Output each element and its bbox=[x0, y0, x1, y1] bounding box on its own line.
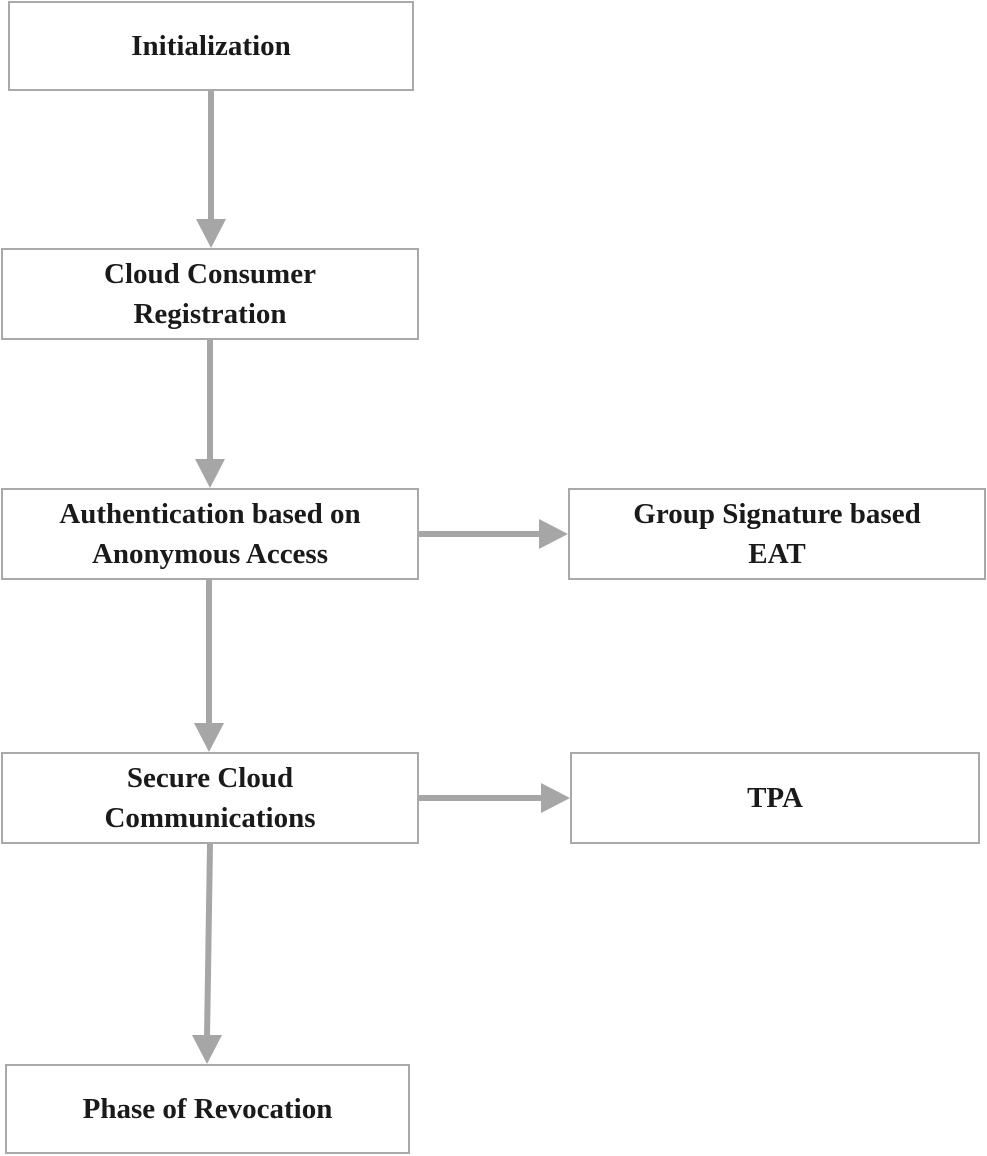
arrow-registration-to-authentication bbox=[195, 340, 225, 488]
group-signature-line-2: EAT bbox=[748, 538, 806, 570]
registration-line-1: Cloud Consumer bbox=[104, 258, 316, 290]
arrow-authentication-to-group-signature bbox=[419, 519, 568, 549]
revocation-label: Phase of Revocation bbox=[83, 1089, 333, 1129]
phase-of-revocation-box: Phase of Revocation bbox=[5, 1064, 410, 1154]
revocation-line-1: Phase of Revocation bbox=[82, 1093, 333, 1125]
authentication-line-1: Authentication based on bbox=[59, 498, 361, 530]
group-signature-label: Group Signature based EAT bbox=[633, 494, 920, 574]
registration-line-2: Registration bbox=[133, 298, 287, 330]
initialization-box: Initialization bbox=[8, 1, 414, 91]
secure-comm-line-1: Secure Cloud bbox=[126, 762, 294, 794]
authentication-line-2: Anonymous Access bbox=[91, 538, 329, 570]
group-signature-line-1: Group Signature based bbox=[633, 498, 921, 530]
arrow-secure-comm-to-revocation bbox=[192, 843, 222, 1064]
arrow-authentication-to-secure-comm bbox=[194, 580, 224, 752]
tpa-box: TPA bbox=[570, 752, 980, 844]
authentication-label: Authentication based on Anonymous Access bbox=[59, 494, 360, 574]
tpa-label: TPA bbox=[747, 778, 803, 818]
secure-cloud-communications-box: Secure Cloud Communications bbox=[1, 752, 419, 844]
arrow-init-to-registration bbox=[196, 91, 226, 248]
arrow-secure-comm-to-tpa bbox=[419, 783, 570, 813]
registration-label: Cloud Consumer Registration bbox=[104, 254, 316, 334]
tpa-line-1: TPA bbox=[747, 782, 803, 814]
secure-comm-label: Secure Cloud Communications bbox=[104, 758, 315, 838]
group-signature-box: Group Signature based EAT bbox=[568, 488, 986, 580]
initialization-label: Initialization bbox=[131, 26, 291, 66]
initialization-line-1: Initialization bbox=[131, 30, 291, 62]
authentication-box: Authentication based on Anonymous Access bbox=[1, 488, 419, 580]
cloud-consumer-registration-box: Cloud Consumer Registration bbox=[1, 248, 419, 340]
secure-comm-line-2: Communications bbox=[104, 802, 316, 834]
